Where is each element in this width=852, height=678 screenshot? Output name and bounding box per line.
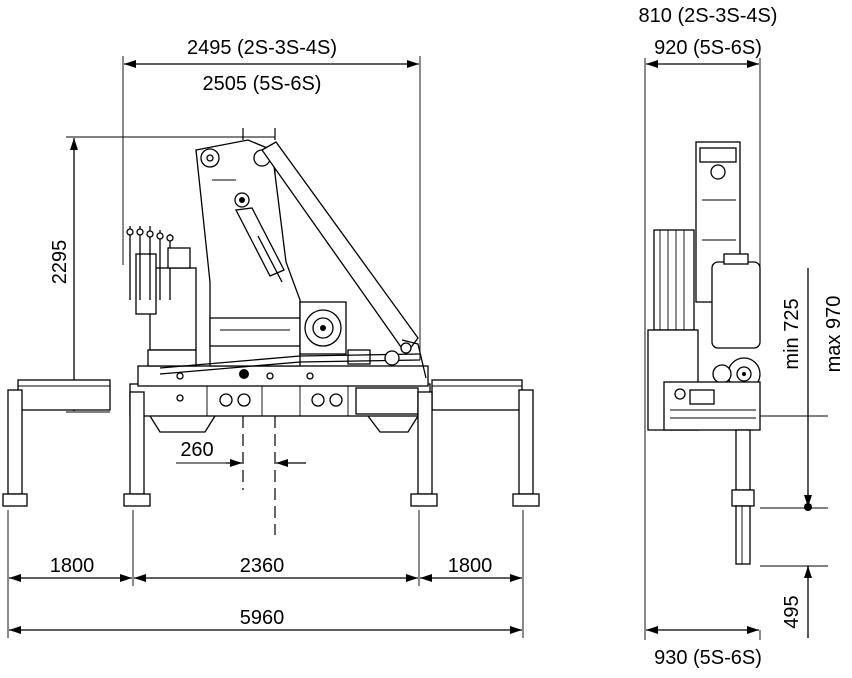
control-valve-bank bbox=[149, 267, 197, 351]
left-extension-label: 1800 bbox=[50, 555, 95, 577]
right-extension-label: 1800 bbox=[448, 555, 493, 577]
crane-column bbox=[195, 139, 301, 367]
min-height-label: min 725 bbox=[781, 298, 803, 369]
side-top-label-2-4s: 810 (2S-3S-4S) bbox=[639, 5, 778, 27]
width-label-5-6s: 2505 (5S-6S) bbox=[203, 73, 322, 95]
side-oil-tank bbox=[711, 261, 761, 349]
side-bottom-label: 930 (5S-6S) bbox=[654, 647, 762, 669]
height-label: 2295 bbox=[49, 240, 71, 285]
side-top-label-5-6s: 920 (5S-6S) bbox=[654, 37, 762, 59]
center-span-label: 2360 bbox=[240, 555, 285, 577]
outer-boom bbox=[261, 141, 419, 356]
boom-cylinder bbox=[234, 207, 285, 277]
total-span-label: 5960 bbox=[240, 607, 285, 629]
offset-label: 260 bbox=[180, 439, 213, 461]
max-height-label: max 970 bbox=[823, 296, 845, 373]
width-label-2-4s: 2495 (2S-3S-4S) bbox=[187, 37, 337, 59]
stroke-label: 495 bbox=[781, 595, 803, 628]
front-view: 2495 (2S-3S-4S) 2505 (5S-6S) 2295 260 bbox=[2, 37, 540, 638]
side-view: 810 (2S-3S-4S) 920 (5S-6S) bbox=[639, 5, 845, 669]
